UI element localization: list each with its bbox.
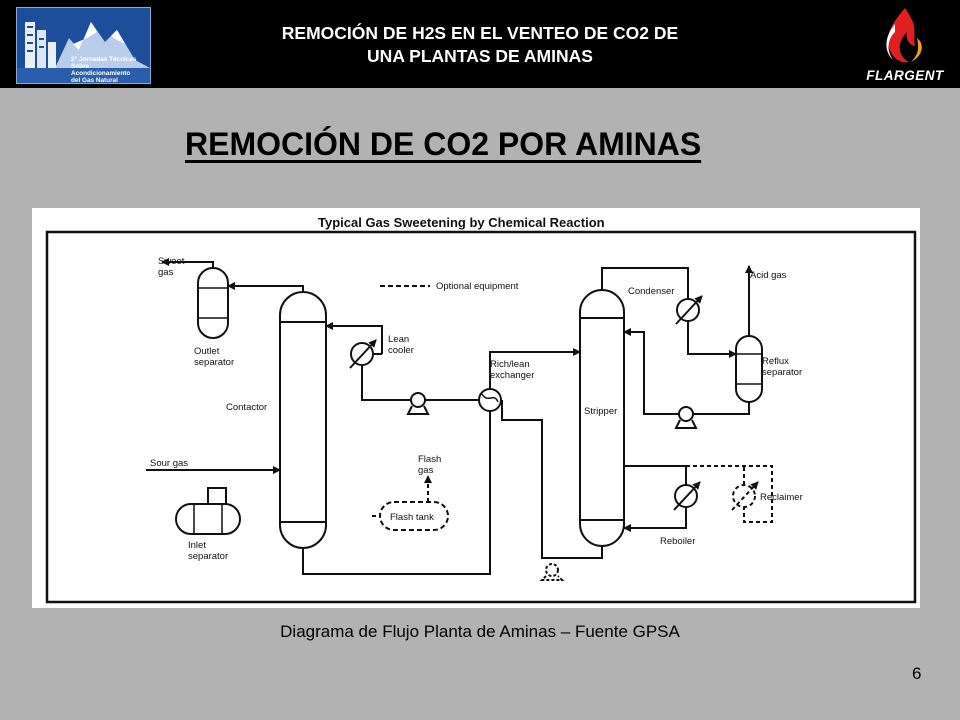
header-title-line-1: REMOCIÓN DE H2S EN EL VENTEO DE CO2 DE <box>281 23 679 43</box>
sour-gas-label: Sour gas <box>150 458 188 469</box>
rich-amine-pump <box>545 563 559 577</box>
reflux-separator-vessel <box>735 335 763 403</box>
flargent-brand: FLARGENT <box>866 68 944 83</box>
rich-lean-exchanger-label: exchanger <box>490 370 534 381</box>
stripper-column <box>579 289 625 547</box>
diagram-caption: Diagrama de Flujo Planta de Aminas – Fue… <box>280 622 680 641</box>
sweet-gas-label: gas <box>158 267 174 278</box>
process-flow-diagram: Typical Gas Sweetening by Chemical React… <box>32 208 920 608</box>
reflux-separator-label: separator <box>762 367 802 378</box>
stripper-label: Stripper <box>584 406 617 417</box>
mountain-logo-icon <box>17 8 150 83</box>
legend-label: Optional equipment <box>436 281 519 292</box>
inlet-separator-label: Inlet <box>188 540 206 551</box>
outlet-separator-vessel <box>197 267 229 339</box>
flash-tank-label: Flash tank <box>390 512 434 523</box>
contactor-label: Contactor <box>226 402 267 413</box>
flargent-logo: FLARGENT <box>855 4 955 86</box>
jornadas-logo: 2° Jornadas Técnicas Sobre Acondicionami… <box>16 7 151 84</box>
lean-cooler-label: cooler <box>388 345 414 356</box>
logo-left-caption: 2° Jornadas Técnicas Sobre Acondicionami… <box>71 56 147 84</box>
lean-cooler-label: Lean <box>388 334 409 345</box>
condenser-label: Condenser <box>628 286 674 297</box>
reflux-pump <box>678 406 694 422</box>
header-bar: 2° Jornadas Técnicas Sobre Acondicionami… <box>0 0 960 88</box>
sweet-gas-label: Sweet <box>158 256 185 267</box>
logo-caption-line: 2° Jornadas Técnicas <box>71 56 137 63</box>
page-title: REMOCIÓN DE CO2 POR AMINAS <box>185 126 702 162</box>
outlet-separator-label: separator <box>194 357 234 368</box>
acid-gas-label: Acid gas <box>750 270 787 281</box>
reboiler-label: Reboiler <box>660 536 695 547</box>
flash-gas-label: Flash <box>418 454 441 465</box>
header-title-line-2: UNA PLANTAS DE AMINAS <box>367 46 593 66</box>
flash-gas-label: gas <box>418 465 434 476</box>
inlet-separator-label: separator <box>188 551 228 562</box>
header-title: REMOCIÓN DE H2S EN EL VENTEO DE CO2 DE U… <box>200 22 760 68</box>
diagram-title: Typical Gas Sweetening by Chemical React… <box>318 215 605 230</box>
rich-lean-exchanger-label: Rich/lean <box>490 359 530 370</box>
reflux-separator-label: Reflux <box>762 356 789 367</box>
logo-caption-line: del Gas Natural <box>71 77 118 84</box>
page-number: 6 <box>912 664 922 683</box>
contactor-column <box>279 291 327 549</box>
outlet-separator-label: Outlet <box>194 346 220 357</box>
logo-caption-line: Sobre Acondicionamiento <box>71 63 131 77</box>
lean-amine-pump <box>410 392 426 408</box>
inlet-separator-vessel <box>175 503 241 535</box>
reclaimer-label: Reclaimer <box>760 492 803 503</box>
flame-icon <box>886 8 922 63</box>
amine-plant-diagram: Typical Gas Sweetening by Chemical React… <box>45 215 917 604</box>
diagram-frame <box>45 230 917 604</box>
